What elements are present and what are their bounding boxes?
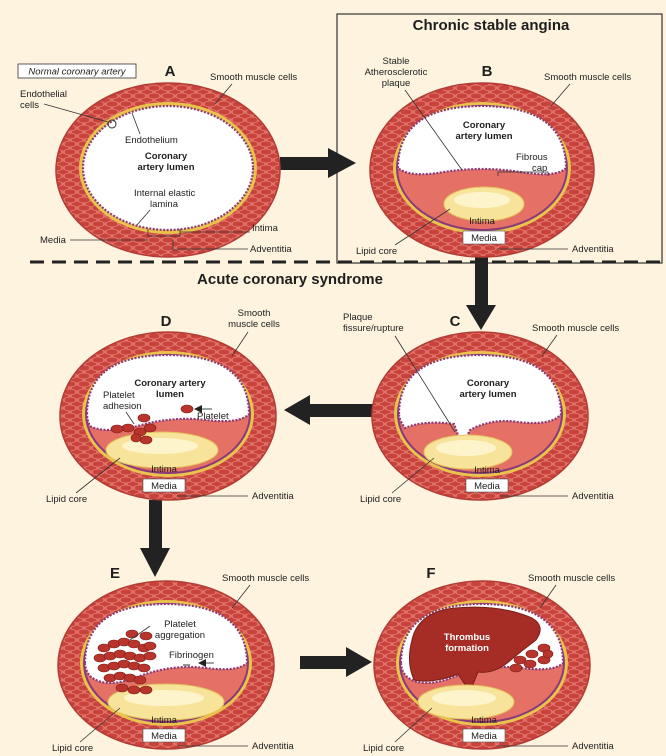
panel-a-media: Media (40, 235, 67, 246)
panel-a-adventitia: Adventitia (250, 244, 292, 255)
panel-e-lipid: Lipid core (52, 743, 93, 754)
panel-a-smooth: Smooth muscle cells (210, 72, 297, 83)
panel-c-rupture-2: fissure/rupture (343, 323, 404, 334)
panel-b-fibrous-1: Fibrous (516, 152, 548, 163)
panel-d-platelet: Platelet (197, 411, 229, 422)
acute-heading: Acute coronary syndrome (197, 271, 383, 288)
panel-c-rupture-1: Plaque (343, 312, 373, 323)
panel-f-letter: F (426, 565, 435, 582)
panel-c-adventitia: Adventitia (572, 491, 614, 502)
panel-f-adventitia: Adventitia (572, 741, 614, 752)
panel-e-aggregation-2: aggregation (155, 630, 205, 641)
panel-b-adventitia: Adventitia (572, 244, 614, 255)
aggregated-platelet (116, 684, 128, 692)
panel-f-thrombus-1: Thrombus (444, 632, 490, 643)
panel-e-media: Media (151, 731, 178, 742)
panel-f-lipid: Lipid core (363, 743, 404, 754)
panel-f-thrombus-2: formation (445, 643, 489, 654)
panel-e-adventitia: Adventitia (252, 741, 294, 752)
panel-c-lumen-1: Coronary (467, 378, 510, 389)
panel-e-letter: E (110, 565, 120, 582)
panel-d-adhesion-2: adhesion (103, 401, 142, 412)
panel-f-media: Media (471, 731, 498, 742)
aggregated-platelet (140, 632, 152, 640)
normal-artery-label: Normal coronary artery (28, 67, 126, 78)
panel-c-media: Media (474, 481, 501, 492)
chronic-heading: Chronic stable angina (413, 17, 570, 34)
panel-f-intima: Intima (471, 715, 498, 726)
panel-a-intima: Intima (252, 223, 279, 234)
aggregated-platelet (128, 686, 140, 694)
panel-b-plaque-1: Stable (383, 56, 410, 67)
panel-f-smooth: Smooth muscle cells (528, 573, 615, 584)
panel-b-lumen-1: Coronary (463, 120, 506, 131)
aggregated-platelet (138, 664, 150, 672)
panel-b-letter: B (482, 63, 493, 80)
panel-a-endothelial-2: cells (20, 100, 39, 111)
panel-e-smooth: Smooth muscle cells (222, 573, 309, 584)
aggregated-platelet (140, 686, 152, 694)
panel-d-lipid: Lipid core (46, 494, 87, 505)
panel-e-intima: Intima (151, 715, 178, 726)
panel-e-fibrinogen: Fibrinogen (169, 650, 214, 661)
panel-d-letter: D (161, 313, 172, 330)
panel-d-adhesion-1: Platelet (103, 390, 135, 401)
panel-d-lumen-2: lumen (156, 389, 184, 400)
panel-a-iel-2: lamina (150, 199, 179, 210)
panel-d-smooth-2: muscle cells (228, 319, 280, 330)
aggregated-platelet (134, 676, 146, 684)
arrow-c-to-d (284, 395, 374, 425)
panel-b-smooth: Smooth muscle cells (544, 72, 631, 83)
panel-a-letter: A (165, 63, 176, 80)
panel-d-smooth-1: Smooth (238, 308, 271, 319)
arrow-d-to-e (140, 500, 170, 577)
aggregated-platelet (144, 642, 156, 650)
panel-a-lumen-2: artery lumen (137, 162, 194, 173)
panel-c-lumen-2: artery lumen (459, 389, 516, 400)
panel-b-lipid: Lipid core (356, 246, 397, 257)
panel-c-intima: Intima (474, 465, 501, 476)
panel-d-media: Media (151, 481, 178, 492)
panel-b-intima: Intima (469, 216, 496, 227)
panel-a-lumen-1: Coronary (145, 151, 188, 162)
panel-b-media: Media (471, 233, 498, 244)
panel-b-lumen-2: artery lumen (455, 131, 512, 142)
panel-c-smooth: Smooth muscle cells (532, 323, 619, 334)
arrow-a-to-b (280, 148, 356, 178)
panel-a-iel-1: Internal elastic (134, 188, 196, 199)
panel-c-letter: C (450, 313, 461, 330)
panel-d-intima: Intima (151, 464, 178, 475)
panel-a-endothelial-1: Endothelial (20, 89, 67, 100)
arrow-e-to-f (300, 647, 372, 677)
aggregated-platelet (144, 652, 156, 660)
panel-b-plaque-3: plaque (382, 78, 411, 89)
panel-d-adventitia: Adventitia (252, 491, 294, 502)
panel-d-lumen-1: Coronary artery (134, 378, 206, 389)
panel-a-endothelium: Endothelium (125, 135, 178, 146)
panel-c-lipid: Lipid core (360, 494, 401, 505)
panel-e-aggregation-1: Platelet (164, 619, 196, 630)
panel-b-plaque-2: Atherosclerotic (365, 67, 428, 78)
aggregated-platelet (126, 630, 138, 638)
